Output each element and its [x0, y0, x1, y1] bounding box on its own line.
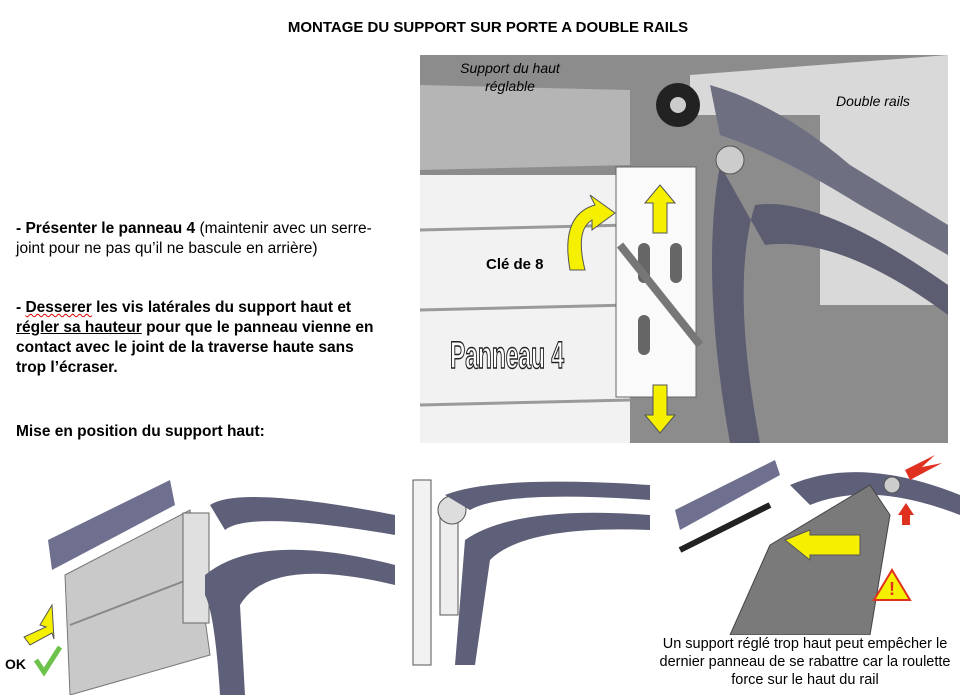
illustration-side-view: [412, 479, 650, 666]
main-illustration: [420, 55, 948, 443]
label-rails: Double rails: [836, 93, 910, 109]
step-2-text: - Desserer les vis latérales du support …: [16, 299, 374, 376]
ok-label: OK: [5, 656, 26, 672]
step-1-text: - Présenter le panneau 4 (maintenir avec…: [16, 220, 372, 257]
illustration-warning: !: [675, 455, 960, 635]
subheading: Mise en position du support haut:: [16, 423, 265, 440]
label-key: Clé de 8: [486, 256, 544, 273]
illustration-ok: [23, 480, 395, 695]
warning-caption: Un support réglé trop haut peut empêcher…: [659, 636, 951, 688]
step-1-bold: Présenter le panneau 4: [25, 220, 196, 237]
page-title: MONTAGE DU SUPPORT SUR PORTE A DOUBLE RA…: [287, 19, 689, 36]
label-support: Support du haut réglable: [460, 60, 560, 94]
svg-text:!: !: [889, 579, 895, 599]
label-panel: Panneau 4: [450, 334, 565, 378]
